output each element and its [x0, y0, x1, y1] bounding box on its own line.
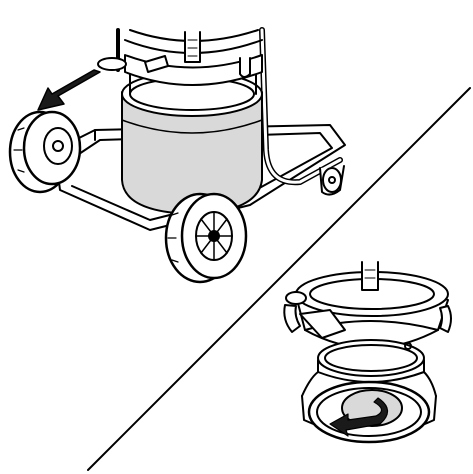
- arrow-left-icon: [37, 69, 101, 111]
- vacuum-head: [97, 29, 263, 78]
- rear-wheel-right: [164, 192, 248, 284]
- filter-detail-panel: [283, 261, 452, 444]
- filter-housing: [294, 261, 449, 349]
- curved-arrow-icon: [329, 397, 389, 437]
- vacuum-canister: [121, 54, 263, 215]
- clamp-latch: [283, 291, 452, 339]
- caster-wheel: [319, 165, 345, 196]
- container-ring: [301, 339, 437, 444]
- rear-wheel-left: [8, 110, 82, 194]
- diagonal-divider-line: [87, 87, 471, 471]
- vacuum-cart-panel: [8, 27, 346, 284]
